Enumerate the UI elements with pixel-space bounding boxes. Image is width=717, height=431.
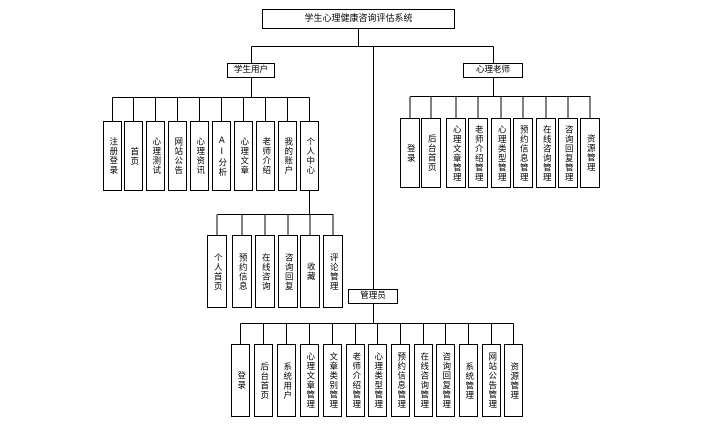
teacher-module-node: 资源管理 [580, 118, 600, 188]
admin-module-node: 资源管理 [504, 344, 523, 417]
admin-module-node: 心理类型管理 [368, 344, 387, 417]
admin-module-node: 在线咨询管理 [414, 344, 433, 417]
student-module-node: 心理测试 [146, 121, 165, 191]
admin-module-node: 咨询回复管理 [436, 344, 455, 417]
student-module-node: 注册登录 [103, 121, 122, 191]
teacher-module-node: 预约信息管理 [513, 118, 533, 188]
admin-module-node: 文章类别管理 [323, 344, 342, 417]
student-module-node: 首页 [124, 121, 143, 191]
teacher-node: 心理老师 [463, 63, 523, 78]
admin-module-node: 登录 [231, 344, 250, 417]
admin-module-node: 老师介绍管理 [346, 344, 365, 417]
teacher-module-node: 心理类型管理 [491, 118, 511, 188]
teacher-module-node: 在线咨询管理 [536, 118, 556, 188]
student-module-node: 心理资讯 [190, 121, 209, 191]
personal-center-item-node: 评论管理 [323, 235, 343, 308]
admin-module-node: 心理文章管理 [300, 344, 319, 417]
personal-center-item-node: 收藏 [300, 235, 320, 308]
teacher-module-node: 老师介绍管理 [468, 118, 488, 188]
personal-center-node: 个人中心 [300, 121, 319, 191]
personal-center-item-node: 咨询回复 [278, 235, 298, 308]
admin-module-node: 后台首页 [254, 344, 273, 417]
student-module-node: AI分析 [212, 121, 231, 191]
student-module-node: 网站公告 [168, 121, 187, 191]
admin-module-node: 系统管理 [459, 344, 478, 417]
admin-module-node: 系统用户 [277, 344, 296, 417]
teacher-module-node: 登录 [400, 118, 420, 188]
student-module-node: 心理文章 [234, 121, 253, 191]
admin-module-node: 预约信息管理 [391, 344, 410, 417]
student-module-node: 我的账户 [278, 121, 297, 191]
student-user-node: 学生用户 [227, 63, 275, 78]
personal-center-item-node: 个人首页 [207, 235, 227, 308]
teacher-module-node: 后台首页 [421, 118, 441, 188]
teacher-module-node: 心理文章管理 [446, 118, 466, 188]
personal-center-item-node: 在线咨询 [255, 235, 275, 308]
personal-center-item-node: 预约信息 [232, 235, 252, 308]
teacher-module-node: 咨询回复管理 [558, 118, 578, 188]
root-node: 学生心理健康咨询评估系统 [262, 9, 455, 29]
admin-module-node: 网站公告管理 [482, 344, 501, 417]
student-module-node: 老师介绍 [256, 121, 275, 191]
admin-node: 管理员 [348, 289, 398, 304]
